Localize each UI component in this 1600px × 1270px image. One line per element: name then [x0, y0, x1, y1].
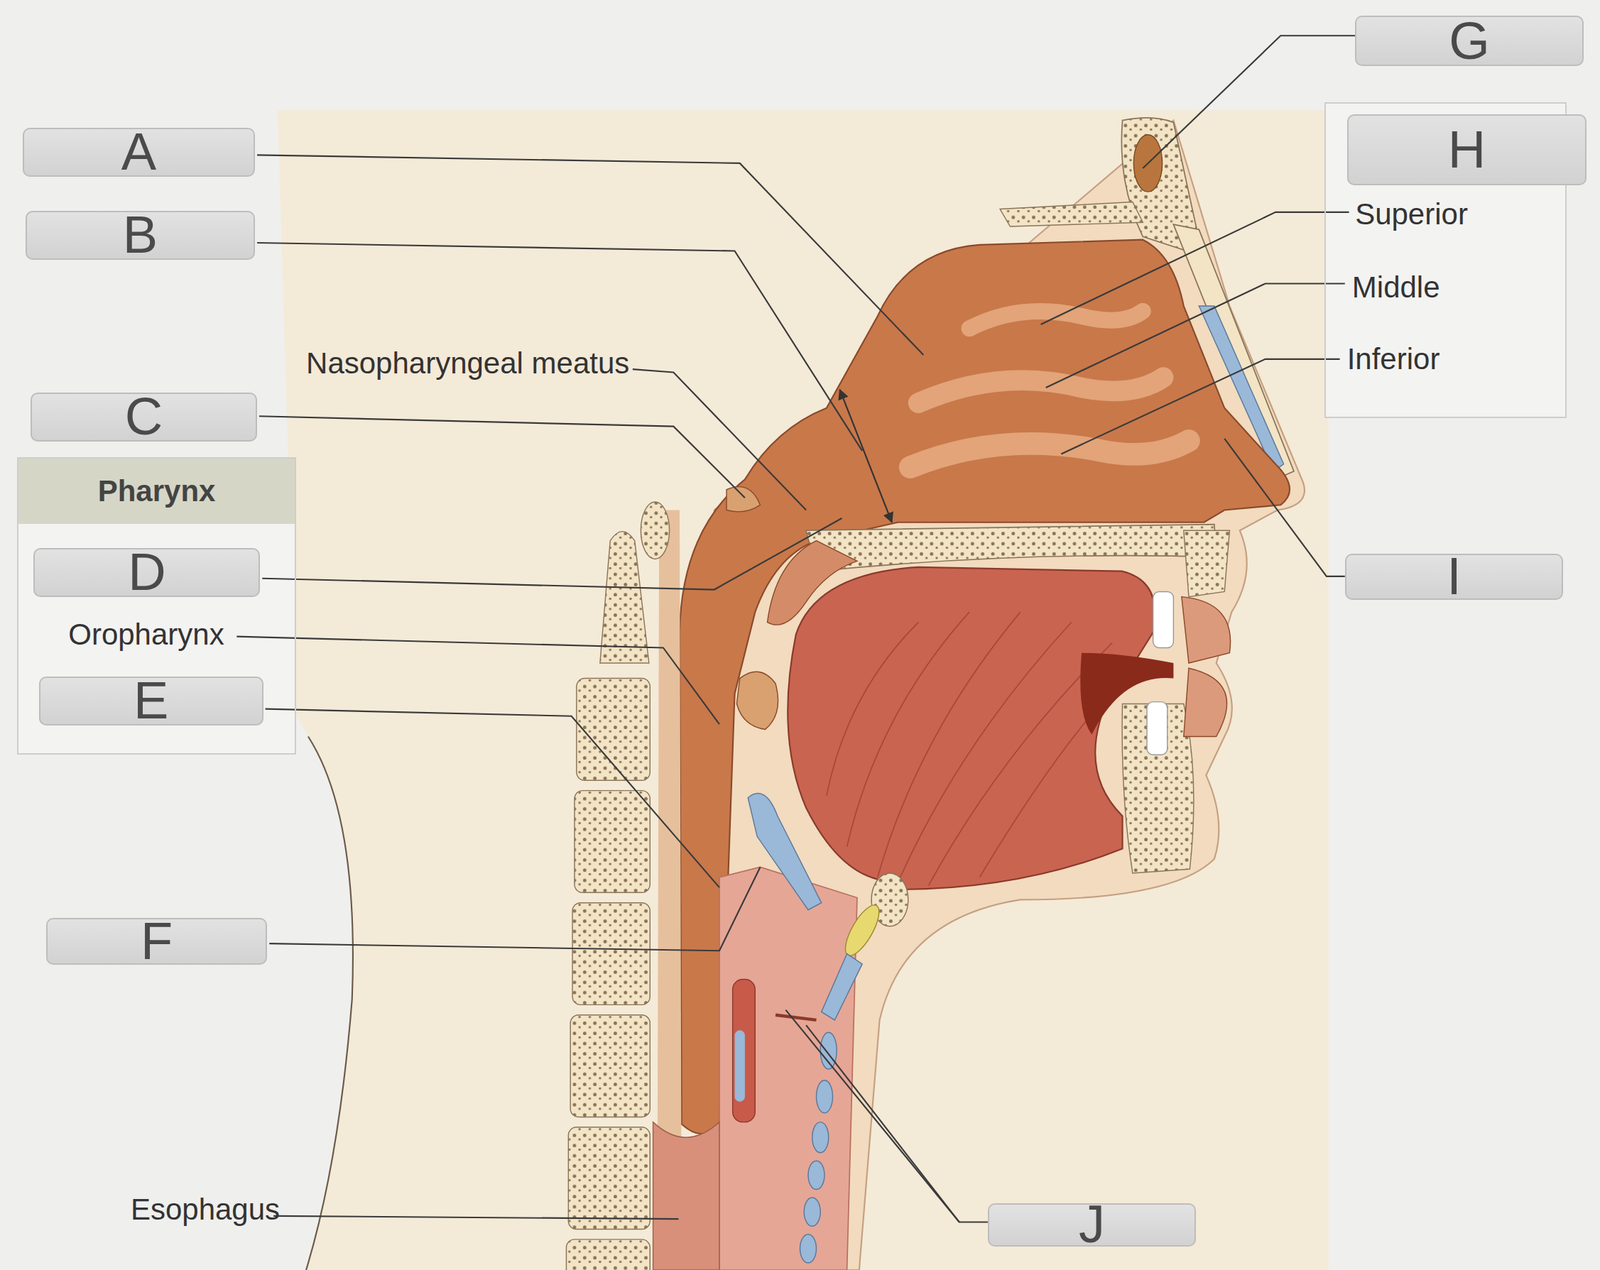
- lower-tooth: [1146, 702, 1168, 756]
- illustration-part: [815, 1080, 833, 1114]
- illustration-part: [632, 369, 807, 510]
- illustration-part: [820, 1032, 837, 1070]
- dens: [600, 531, 650, 664]
- callout-letter: G: [1356, 17, 1583, 66]
- illustration-part: [806, 1025, 960, 1223]
- double-arrow: [840, 389, 892, 523]
- upper-tooth: [1153, 591, 1174, 648]
- illustration-part: [257, 154, 924, 356]
- pharyngeal-tonsil: [726, 487, 760, 513]
- esophagus: [653, 1122, 720, 1270]
- illustration-part: [259, 416, 745, 498]
- callout-letter: F: [47, 919, 267, 964]
- lower-lip: [1183, 668, 1228, 737]
- vertebra: [568, 1127, 650, 1231]
- label-box: E: [39, 676, 264, 726]
- callout-letter: I: [1346, 555, 1562, 599]
- maxilla: [1183, 530, 1231, 597]
- pharynx-panel-ground: [17, 457, 296, 756]
- inferior-concha: [910, 441, 1189, 468]
- illustration-part: [847, 612, 970, 847]
- leader-lines: [236, 35, 1355, 1223]
- illustration-part: [262, 518, 842, 591]
- part-name: Middle: [1352, 271, 1441, 304]
- illustration-part: [1060, 359, 1340, 455]
- illustration-part: [812, 1122, 829, 1154]
- illustration-part: [1142, 35, 1355, 169]
- illustration-part: [1046, 283, 1346, 388]
- larynx: [719, 867, 858, 1270]
- callout-letter: A: [24, 129, 255, 176]
- illustration-part: [257, 242, 863, 451]
- upper-lip: [1181, 597, 1231, 664]
- concha-panel: SuperiorMiddleInferiorH: [1324, 102, 1567, 419]
- callout-letter: E: [40, 678, 263, 725]
- neck-outline: [306, 736, 353, 1270]
- cribriform-bone: [999, 202, 1143, 227]
- illustration-part: [897, 622, 1071, 883]
- label-box: D: [33, 548, 260, 598]
- label-box: I: [1345, 553, 1564, 601]
- vertebra: [572, 903, 650, 1006]
- tongue: [787, 567, 1155, 890]
- part-name: Superior: [1354, 198, 1468, 231]
- callout-letter: C: [31, 394, 256, 441]
- illustration-part: [800, 1234, 817, 1264]
- illustration-part: [877, 612, 1021, 878]
- tongue-fibers: [826, 612, 1113, 886]
- illustration-part: [979, 714, 1092, 878]
- superior-concha: [969, 311, 1143, 329]
- illustration-part: [785, 1010, 988, 1223]
- callout-letter: J: [989, 1205, 1195, 1245]
- part-name: Esophagus: [130, 1193, 280, 1227]
- tracheal-rings: [800, 1032, 838, 1264]
- vertebra: [570, 1015, 650, 1118]
- label-box: J: [987, 1203, 1196, 1247]
- palatine-tonsil: [736, 671, 778, 730]
- arytenoid: [732, 979, 756, 1123]
- cartilage-strip: [735, 1030, 745, 1103]
- thyroid-cartilage: [821, 954, 863, 1021]
- part-name: Inferior: [1347, 343, 1441, 376]
- part-name: Oropharynx: [68, 618, 224, 652]
- label-box: B: [25, 210, 255, 260]
- label-box: H: [1347, 114, 1588, 187]
- label-box: C: [30, 392, 258, 442]
- illustration-part: [1041, 212, 1350, 325]
- illustration-part: [826, 622, 919, 797]
- ligament: [839, 900, 886, 961]
- panel-heading: Pharynx: [18, 458, 295, 525]
- vertebra: [574, 791, 650, 894]
- illustration-part: [236, 637, 720, 726]
- illustration-part: [808, 1161, 825, 1190]
- atlas-arch: [640, 502, 669, 559]
- label-box: G: [1354, 15, 1584, 67]
- callout-letter: D: [34, 549, 259, 596]
- vocal-fold: [775, 1015, 816, 1021]
- oral-cavity: [1080, 653, 1174, 736]
- illustration-part: [803, 1198, 821, 1227]
- illustration-part: [269, 867, 760, 951]
- epiglottis: [747, 793, 821, 911]
- part-name: Nasopharyngeal meatus: [306, 347, 630, 380]
- vertebra: [566, 1239, 650, 1270]
- callout-letter: H: [1348, 115, 1586, 185]
- illustration-part: [265, 709, 720, 888]
- callout-letter: B: [26, 212, 254, 259]
- illustration-part: [1224, 438, 1346, 577]
- label-box: A: [22, 127, 256, 177]
- beige-ground: [277, 110, 1329, 1270]
- pharynx-panel: PharynxOropharynx D E: [17, 457, 296, 756]
- hard-palate: [806, 524, 1217, 572]
- middle-concha: [918, 377, 1164, 404]
- illustration-part: [273, 1216, 679, 1220]
- label-box: F: [46, 918, 268, 966]
